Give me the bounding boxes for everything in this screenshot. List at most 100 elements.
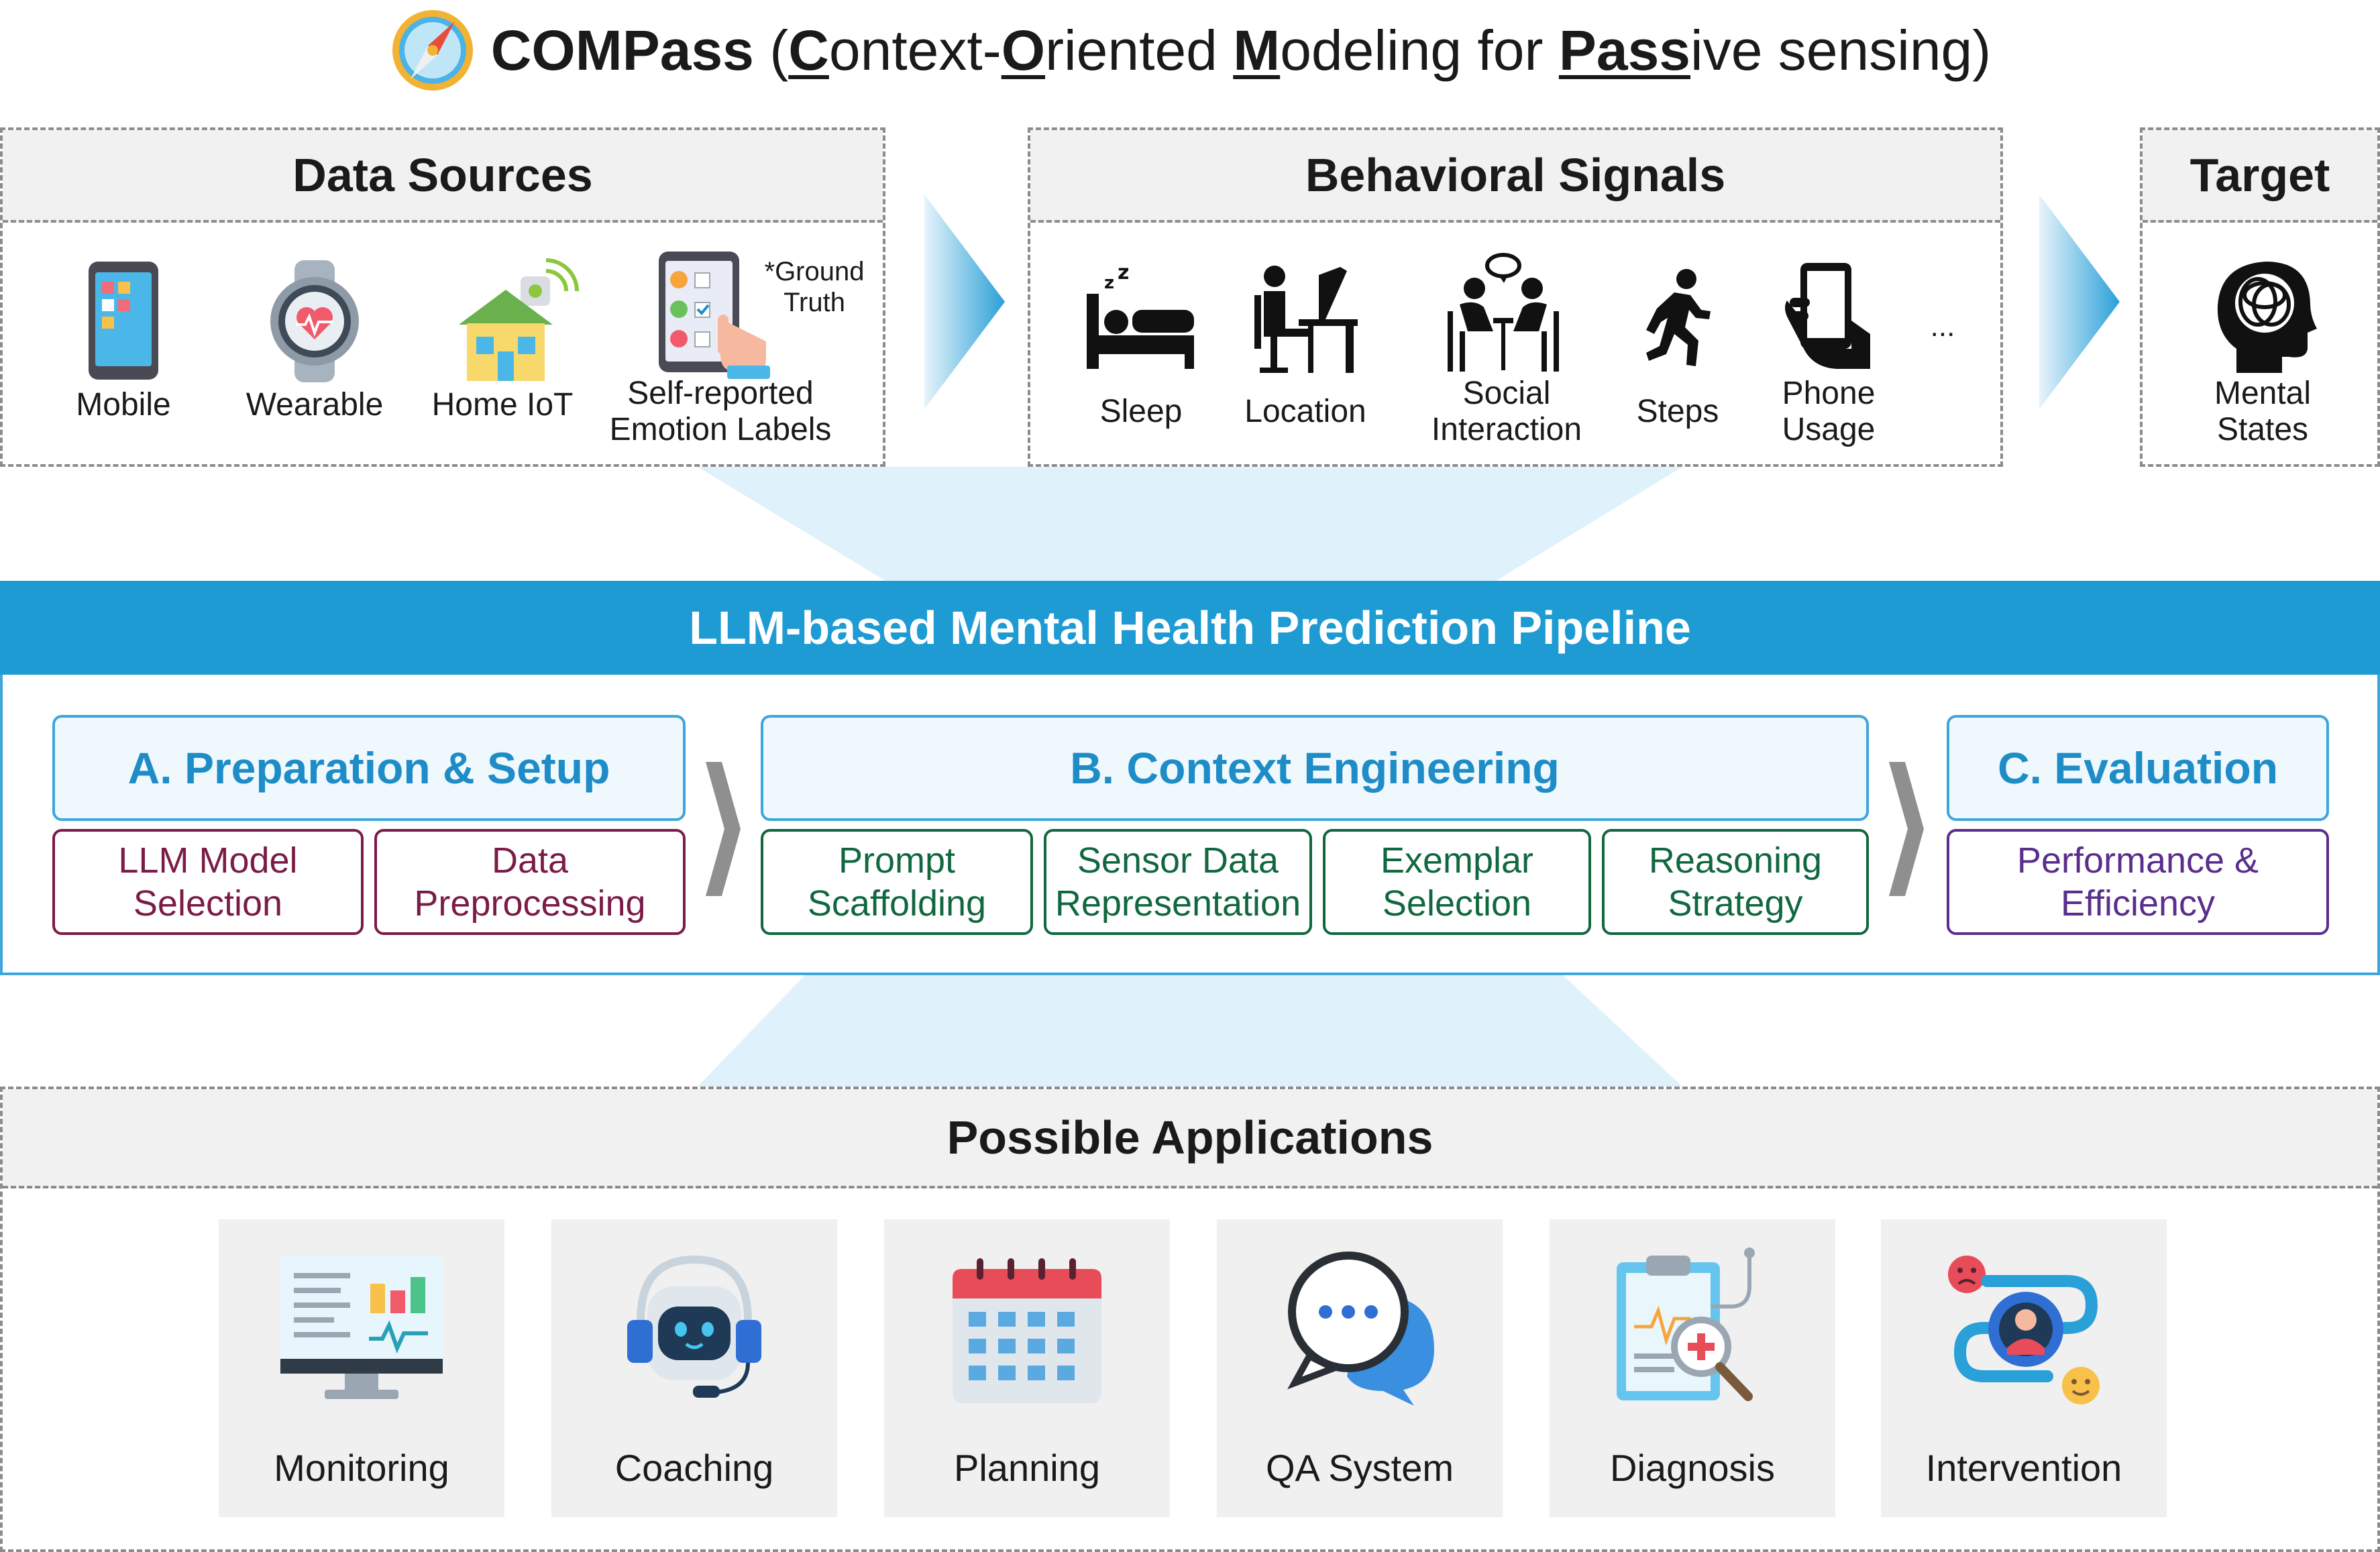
social-line1: Social bbox=[1462, 376, 1551, 411]
data-source-label-home-iot: Home IoT bbox=[431, 387, 574, 423]
more-signals-ellipsis: ... bbox=[1930, 310, 1955, 343]
phone-line2: Usage bbox=[1782, 412, 1876, 447]
application-label-monitoring: Monitoring bbox=[274, 1446, 449, 1489]
target-line2: States bbox=[2216, 412, 2309, 447]
applications-heading: Possible Applications bbox=[3, 1089, 2377, 1188]
svg-text:z: z bbox=[1118, 264, 1129, 284]
application-label-planning: Planning bbox=[954, 1446, 1100, 1489]
data-prep-line1: Data bbox=[491, 840, 569, 881]
prompt-line2: Scaffolding bbox=[807, 883, 987, 924]
phone-line1: Phone bbox=[1782, 376, 1876, 411]
exemplar-line2: Selection bbox=[1382, 883, 1532, 924]
stage-c-title: C. Evaluation bbox=[1947, 715, 2329, 821]
flow-arrow-icon bbox=[2033, 195, 2126, 409]
svg-text:z: z bbox=[1104, 273, 1114, 293]
stage-c-sub-performance: Performance &Efficiency bbox=[1947, 829, 2329, 935]
title-paren: ( bbox=[753, 18, 789, 82]
social-line2: Interaction bbox=[1431, 412, 1582, 447]
applications-panel: Possible Applications Monitoring bbox=[0, 1087, 2380, 1552]
exemplar-line1: Exemplar bbox=[1380, 840, 1534, 881]
title-letter-m: M bbox=[1233, 18, 1281, 82]
target-heading: Target bbox=[2143, 130, 2377, 223]
conversation-icon bbox=[1440, 251, 1567, 378]
title-word-context: ontext- bbox=[828, 18, 1002, 82]
stage-b-title: B. Context Engineering bbox=[761, 715, 1869, 821]
ground-truth-note: *Ground Truth bbox=[754, 256, 875, 330]
target-line1: Mental bbox=[2214, 376, 2312, 411]
data-source-label-mobile: Mobile bbox=[76, 387, 171, 423]
pipeline-title: LLM-based Mental Health Prediction Pipel… bbox=[0, 581, 2380, 675]
target-label: Mental States bbox=[2156, 376, 2369, 448]
monitor-dashboard-icon bbox=[278, 1253, 445, 1407]
ground-truth-note-line1: *Ground bbox=[764, 257, 865, 286]
application-card-intervention: Intervention bbox=[1881, 1219, 2167, 1517]
diagram-title: COMPass (Context-Oriented Modeling for P… bbox=[0, 0, 2380, 101]
desk-icon bbox=[1252, 262, 1359, 376]
smartwatch-icon bbox=[261, 258, 368, 385]
signal-label-phone: Phone Usage bbox=[1748, 376, 1909, 448]
ground-truth-note-line2: Truth bbox=[783, 288, 845, 317]
application-card-monitoring: Monitoring bbox=[219, 1219, 504, 1517]
mood-cycle-icon bbox=[1947, 1254, 2101, 1407]
llm-model-line1: LLM Model bbox=[118, 840, 298, 881]
chat-bubbles-icon bbox=[1283, 1249, 1437, 1407]
title-word-passive: ive sensing) bbox=[1690, 18, 1992, 82]
smart-home-icon bbox=[445, 251, 580, 385]
data-sources-heading: Data Sources bbox=[3, 130, 883, 223]
title-word-modeling: odeling for bbox=[1280, 18, 1559, 82]
application-card-diagnosis: Diagnosis bbox=[1550, 1219, 1835, 1517]
signal-label-location: Location bbox=[1244, 394, 1366, 429]
stage-a-title: A. Preparation & Setup bbox=[52, 715, 686, 821]
application-label-intervention: Intervention bbox=[1925, 1446, 2122, 1489]
application-card-coaching: Coaching bbox=[551, 1219, 837, 1517]
application-card-qa: QA System bbox=[1217, 1219, 1503, 1517]
self-reported-line2: Emotion Labels bbox=[609, 412, 832, 447]
title-letter-o: O bbox=[1001, 18, 1046, 82]
signal-label-social: Social Interaction bbox=[1413, 376, 1601, 448]
chevron-right-icon bbox=[1886, 762, 1927, 896]
data-source-label-wearable: Wearable bbox=[246, 387, 384, 423]
application-label-coaching: Coaching bbox=[614, 1446, 774, 1489]
emotion-survey-icon bbox=[653, 247, 774, 382]
data-source-label-self-reported: Self-reported Emotion Labels bbox=[593, 376, 848, 448]
robot-headset-icon bbox=[614, 1246, 775, 1407]
performance-line2: Efficiency bbox=[2060, 883, 2216, 924]
title-word-oriented: riented bbox=[1045, 18, 1234, 82]
self-reported-line1: Self-reported bbox=[627, 376, 814, 411]
smartphone-icon bbox=[70, 258, 177, 385]
llm-model-line2: Selection bbox=[133, 883, 283, 924]
bed-icon: z z bbox=[1084, 261, 1198, 372]
title-letter-c: C bbox=[788, 18, 829, 82]
performance-line1: Performance & bbox=[2016, 840, 2259, 881]
signal-label-steps: Steps bbox=[1636, 394, 1719, 429]
application-label-qa: QA System bbox=[1265, 1446, 1454, 1489]
reasoning-line1: Reasoning bbox=[1648, 840, 1823, 881]
target-panel: Target Mental States bbox=[2140, 127, 2380, 467]
title-letters-pass: Pass bbox=[1558, 18, 1691, 82]
calendar-icon bbox=[950, 1256, 1104, 1407]
chevron-right-icon bbox=[703, 762, 743, 896]
application-label-diagnosis: Diagnosis bbox=[1610, 1446, 1775, 1489]
behavioral-signals-heading: Behavioral Signals bbox=[1030, 130, 2000, 223]
behavioral-signals-panel: Behavioral Signals z z Sleep Location bbox=[1028, 127, 2003, 467]
data-prep-line2: Preprocessing bbox=[414, 883, 646, 924]
signal-label-sleep: Sleep bbox=[1099, 394, 1183, 429]
title-brand: COMPass bbox=[490, 18, 754, 82]
reasoning-line2: Strategy bbox=[1668, 883, 1803, 924]
compass-icon bbox=[392, 10, 473, 91]
upper-funnel bbox=[0, 467, 2380, 581]
clipboard-stethoscope-icon bbox=[1610, 1246, 1775, 1407]
phone-hand-icon bbox=[1783, 260, 1877, 372]
sensor-line1: Sensor Data bbox=[1077, 840, 1279, 881]
flow-arrow-icon bbox=[918, 195, 1012, 409]
sensor-line2: Representation bbox=[1054, 883, 1301, 924]
prompt-line1: Prompt bbox=[838, 840, 956, 881]
head-brain-icon bbox=[2210, 255, 2317, 376]
running-icon bbox=[1637, 268, 1717, 369]
